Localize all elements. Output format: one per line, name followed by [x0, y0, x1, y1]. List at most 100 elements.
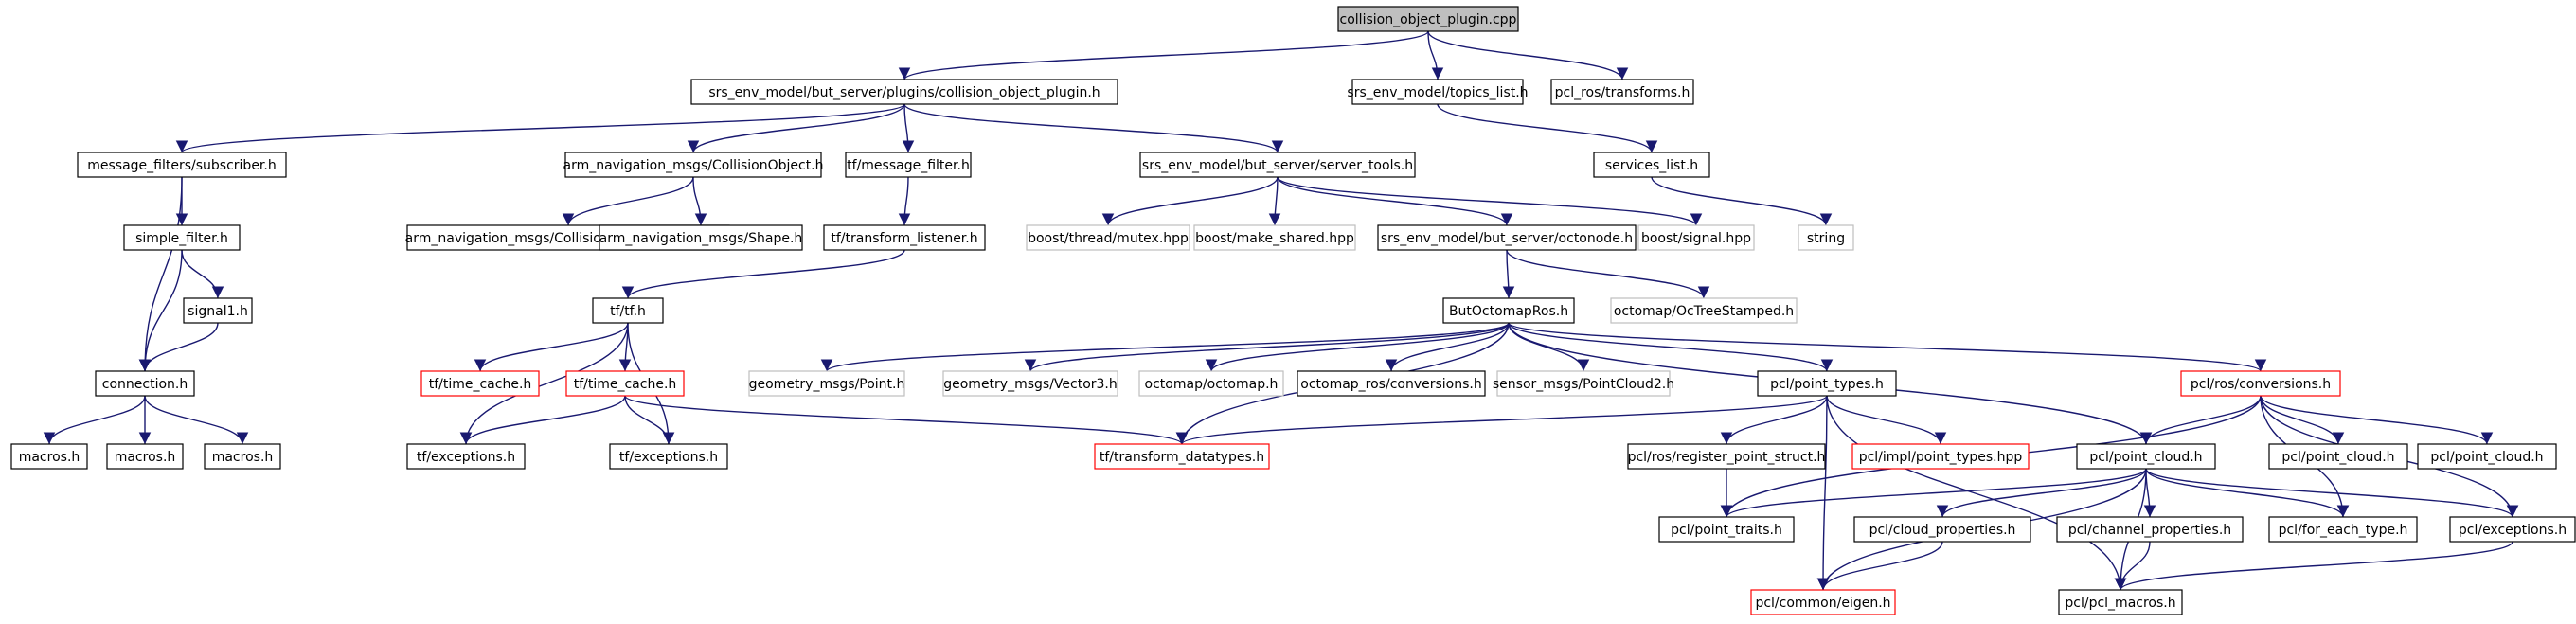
node-an_co[interactable]: arm_navigation_msgs/CollisionObject.h	[563, 152, 824, 178]
node-an_shape[interactable]: arm_navigation_msgs/Shape.h	[599, 224, 803, 251]
node-pcl_pc_b[interactable]: pcl/point_cloud.h	[2268, 443, 2408, 470]
node-label: connection.h	[102, 377, 188, 392]
node-simple_filter[interactable]: simple_filter.h	[123, 224, 241, 251]
edge-cop_h-to-tf_mf	[902, 103, 915, 153]
node-gm_vec3[interactable]: geometry_msgs/Vector3.h	[942, 370, 1118, 397]
edge-an_co-to-an_shape	[692, 176, 707, 226]
node-label: message_filters/subscriber.h	[87, 158, 276, 173]
node-box	[564, 152, 822, 178]
edge-pcl_pt-to-rps	[1720, 395, 1828, 445]
node-macros2[interactable]: macros.h	[106, 443, 184, 470]
edge-server_tools-to-b_make_shared	[1268, 176, 1281, 226]
node-signal1[interactable]: signal1.h	[183, 297, 253, 324]
node-label: tf/exceptions.h	[417, 450, 515, 465]
edge-but_octomap-to-pclros_conv	[1508, 322, 2266, 372]
node-tf_tf[interactable]: tf/tf.h	[592, 297, 664, 324]
node-macros3[interactable]: macros.h	[204, 443, 281, 470]
node-box	[1139, 152, 1416, 178]
node-pclros_tf[interactable]: pcl_ros/transforms.h	[1550, 79, 1694, 105]
edge-tf_tf-to-tc1	[474, 322, 629, 372]
edge-pcl_pc-to-pcl_traits	[1720, 468, 2147, 518]
node-pcl_foreach[interactable]: pcl/for_each_type.h	[2268, 516, 2418, 543]
node-label: services_list.h	[1605, 158, 1698, 173]
node-tf_exc1[interactable]: tf/exceptions.h	[406, 443, 526, 470]
node-octree_stamped[interactable]: octomap/OcTreeStamped.h	[1610, 297, 1798, 324]
node-label: pcl/ros/conversions.h	[2191, 377, 2331, 392]
edge-but_octomap-to-gm_vec3	[1024, 322, 1510, 372]
edge-mf_sub-to-connection	[138, 176, 183, 372]
node-mf_sub[interactable]: message_filters/subscriber.h	[77, 152, 287, 178]
node-pcl_cloud_props[interactable]: pcl/cloud_properties.h	[1853, 516, 2031, 543]
edge-server_tools-to-b_mutex	[1101, 176, 1279, 226]
node-box	[1852, 443, 2030, 470]
edge-tc2-to-tf_dt	[624, 395, 1189, 445]
edge-but_octomap-to-pcl_pt	[1508, 322, 1834, 372]
node-label: pcl/point_cloud.h	[2089, 450, 2202, 465]
node-label: macros.h	[115, 450, 176, 465]
node-box	[106, 443, 184, 470]
node-root[interactable]: collision_object_plugin.cpp	[1337, 6, 1519, 32]
node-box	[10, 443, 88, 470]
node-cop_h[interactable]: srs_env_model/but_server/plugins/collisi…	[690, 79, 1118, 105]
node-tc1[interactable]: tf/time_cache.h	[420, 370, 540, 397]
node-tc2[interactable]: tf/time_cache.h	[565, 370, 685, 397]
node-label: pcl/impl/point_types.hpp	[1859, 450, 2023, 465]
node-macros1[interactable]: macros.h	[10, 443, 88, 470]
node-label: tf/transform_datatypes.h	[1100, 450, 1264, 465]
node-tf_exc2[interactable]: tf/exceptions.h	[609, 443, 728, 470]
node-b_mutex[interactable]: boost/thread/mutex.hpp	[1026, 224, 1190, 251]
node-rps[interactable]: pcl/ros/register_point_struct.h	[1627, 443, 1826, 470]
node-server_tools[interactable]: srs_env_model/but_server/server_tools.h	[1139, 152, 1416, 178]
node-label: pcl/for_each_type.h	[2279, 523, 2408, 538]
node-pcl_chan_props[interactable]: pcl/channel_properties.h	[2056, 516, 2244, 543]
edge-server_tools-to-b_signal	[1277, 176, 1703, 226]
edge-cop_h-to-an_co	[687, 103, 905, 153]
node-pcl_pt[interactable]: pcl/point_types.h	[1757, 370, 1897, 397]
node-tf_dt[interactable]: tf/transform_datatypes.h	[1094, 443, 1270, 470]
edge-topics-to-services	[1437, 103, 1658, 153]
node-box	[845, 152, 972, 178]
node-sm_pc2[interactable]: sensor_msgs/PointCloud2.h	[1493, 370, 1674, 397]
node-box	[204, 443, 281, 470]
node-label: signal1.h	[188, 304, 248, 319]
node-tf_listener[interactable]: tf/transform_listener.h	[823, 224, 986, 251]
node-b_make_shared[interactable]: boost/make_shared.hpp	[1193, 224, 1356, 251]
node-octomap[interactable]: octomap/octomap.h	[1138, 370, 1284, 397]
node-label: arm_navigation_msgs/CollisionObject.h	[563, 158, 823, 173]
node-pclros_conv[interactable]: pcl/ros/conversions.h	[2180, 370, 2341, 397]
node-box	[1853, 516, 2031, 543]
node-box	[183, 297, 253, 324]
node-pcl_pc[interactable]: pcl/point_cloud.h	[2076, 443, 2216, 470]
node-pcl_impl_pt[interactable]: pcl/impl/point_types.hpp	[1852, 443, 2030, 470]
node-box	[599, 224, 803, 251]
node-pcl_pc_c[interactable]: pcl/point_cloud.h	[2417, 443, 2557, 470]
node-pcl_traits[interactable]: pcl/point_traits.h	[1658, 516, 1795, 543]
node-box	[123, 224, 241, 251]
node-string[interactable]: string	[1798, 224, 1854, 251]
node-tf_mf[interactable]: tf/message_filter.h	[845, 152, 972, 178]
node-box	[2180, 370, 2341, 397]
edge-tc2-to-tf_exc1	[459, 395, 626, 445]
node-label: tf/transform_listener.h	[831, 231, 977, 246]
node-octonode[interactable]: srs_env_model/but_server/octonode.h	[1377, 224, 1637, 251]
node-services[interactable]: services_list.h	[1593, 152, 1710, 178]
node-box	[2449, 516, 2576, 543]
node-label: srs_env_model/but_server/plugins/collisi…	[708, 85, 1100, 100]
node-topics[interactable]: srs_env_model/topics_list.h	[1347, 79, 1529, 105]
node-label: simple_filter.h	[135, 231, 228, 246]
edge-an_co-to-an_coo	[562, 176, 694, 226]
node-box	[2056, 516, 2244, 543]
node-pcl_exc[interactable]: pcl/exceptions.h	[2449, 516, 2576, 543]
node-b_signal[interactable]: boost/signal.hpp	[1637, 224, 1755, 251]
node-connection[interactable]: connection.h	[95, 370, 195, 397]
node-octomap_conv[interactable]: octomap_ros/conversions.h	[1297, 370, 1486, 397]
node-pcl_eigen[interactable]: pcl/common/eigen.h	[1750, 589, 1896, 615]
node-box	[2417, 443, 2557, 470]
node-pcl_macros[interactable]: pcl/pcl_macros.h	[2058, 589, 2183, 615]
node-box	[942, 370, 1118, 397]
edge-simple_filter-to-connection	[138, 249, 183, 372]
node-gm_point[interactable]: geometry_msgs/Point.h	[748, 370, 905, 397]
node-but_octomap[interactable]: ButOctomapRos.h	[1442, 297, 1575, 324]
node-label: tf/time_cache.h	[574, 377, 677, 392]
node-box	[2268, 443, 2408, 470]
